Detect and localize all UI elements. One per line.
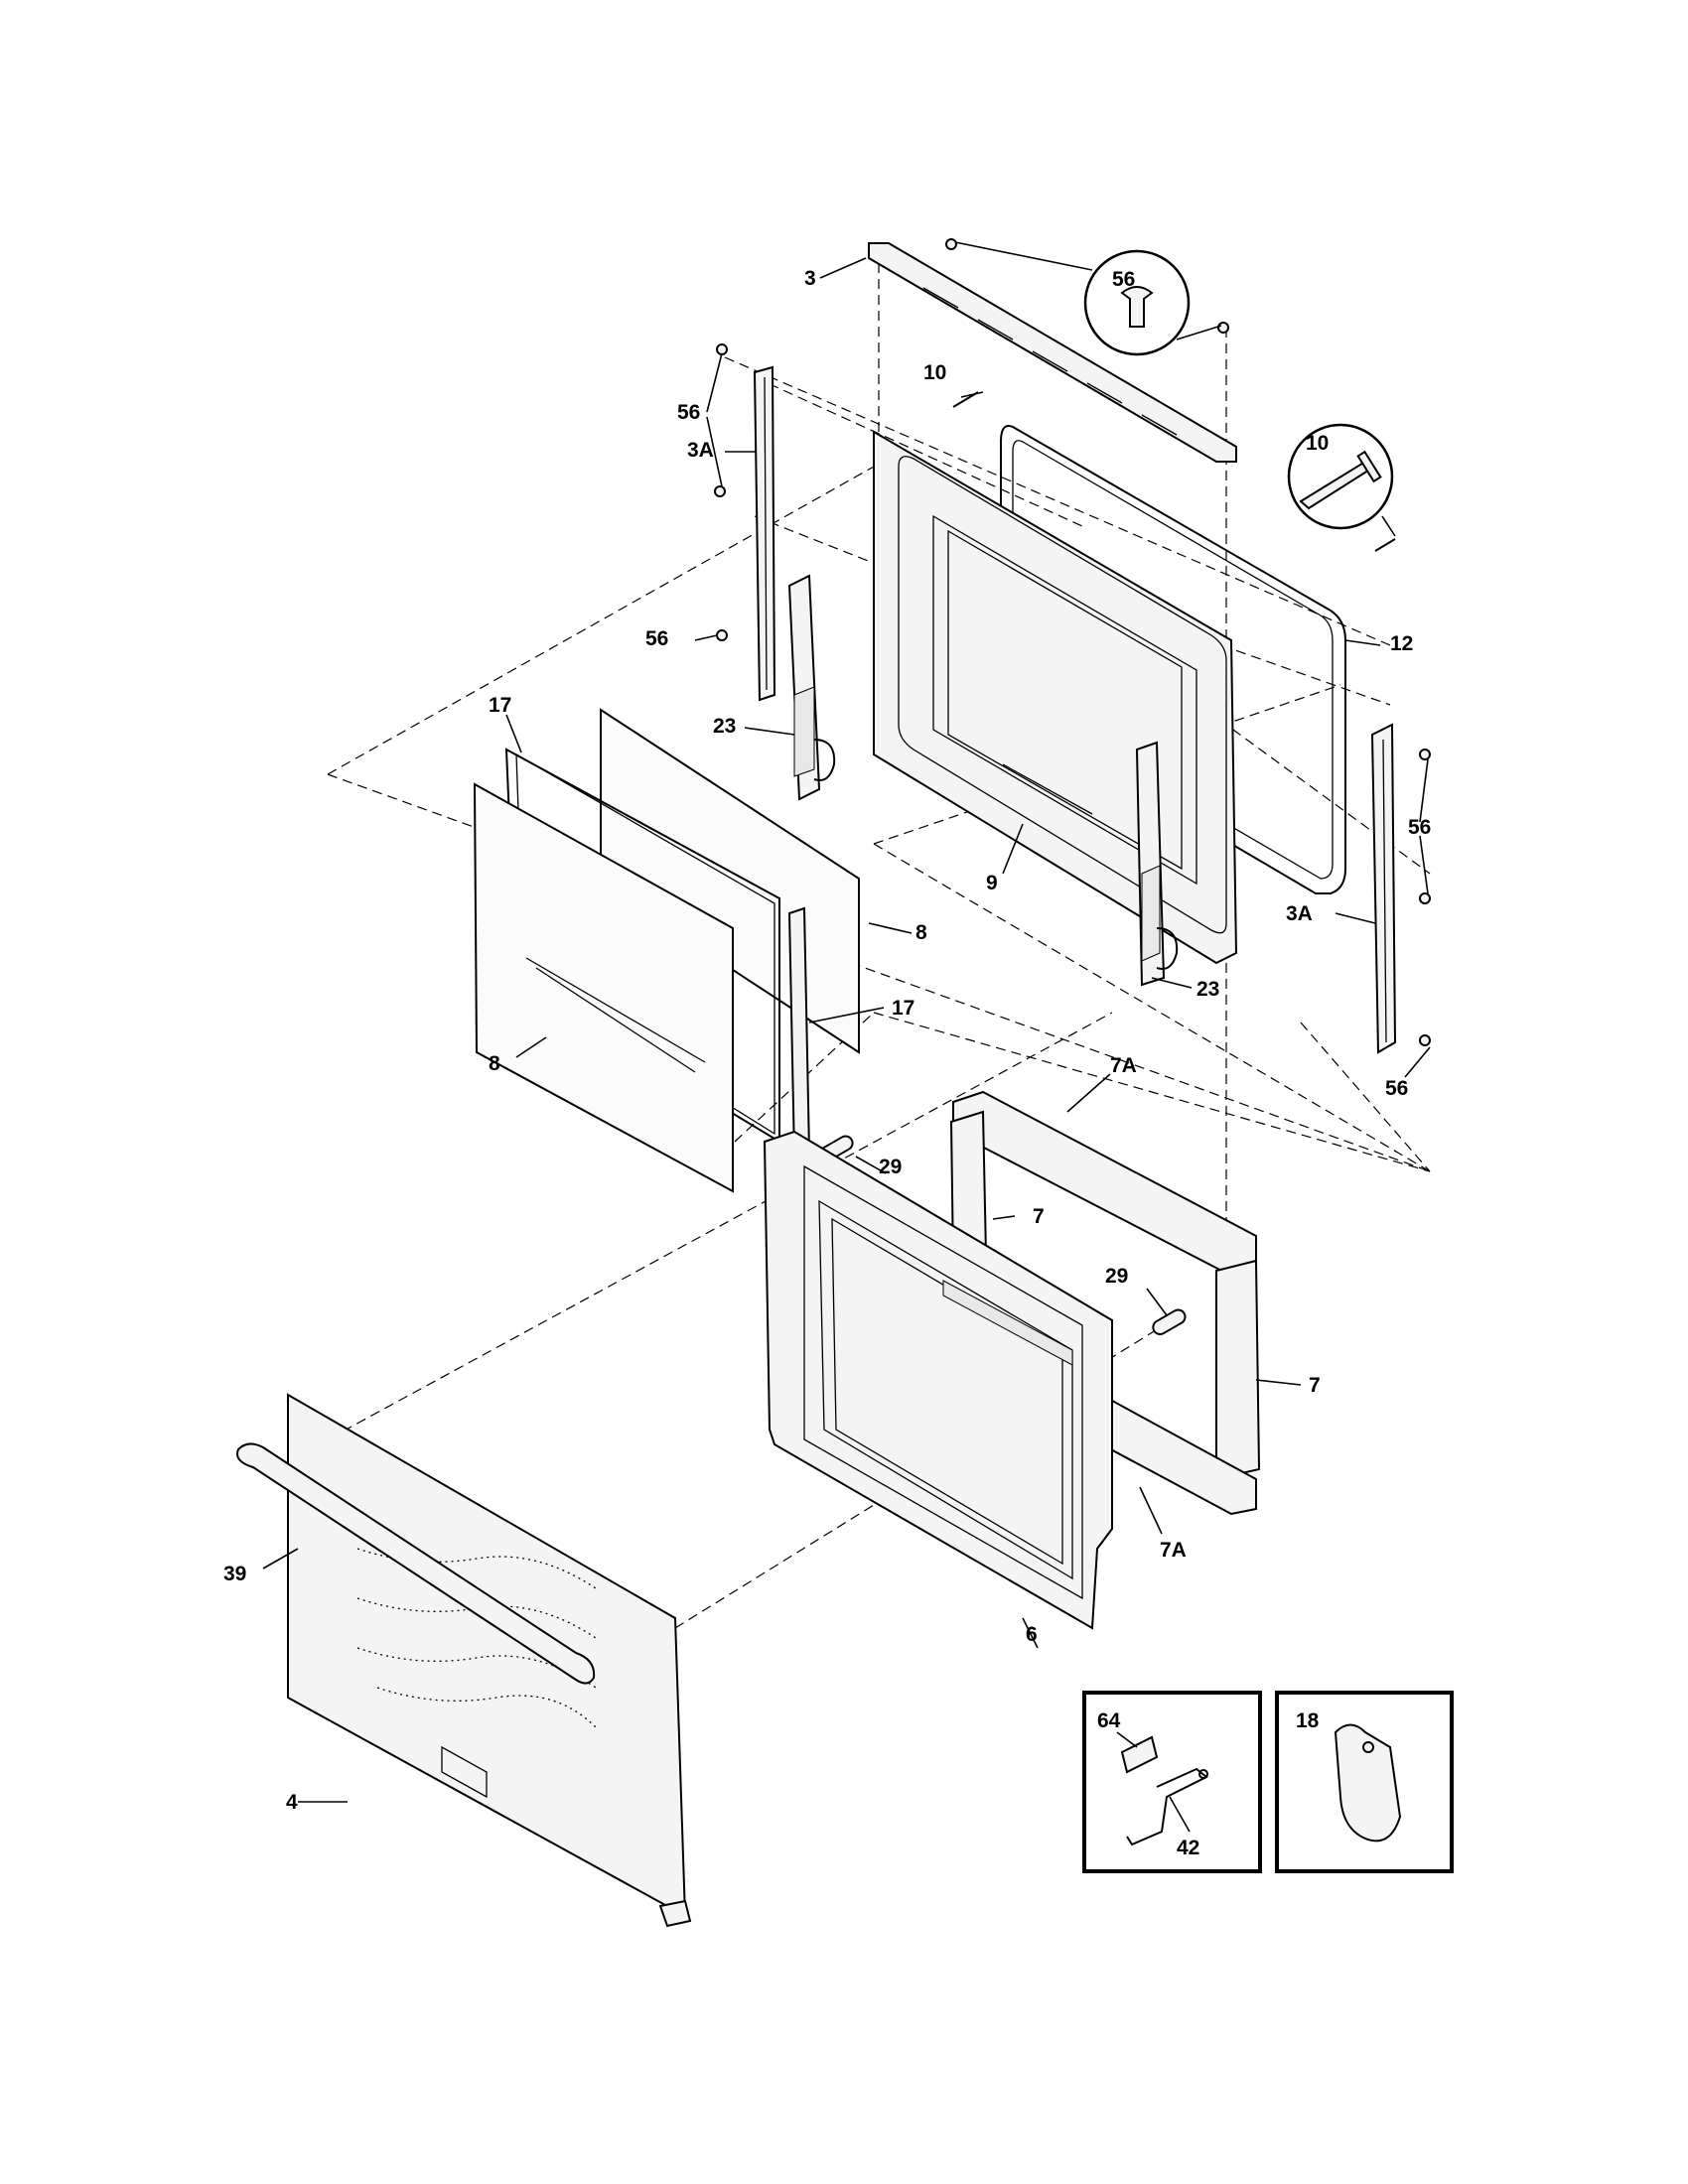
outer-door-panel-part-4 (287, 1393, 692, 1928)
callout-10-small: 10 (923, 361, 946, 384)
callout-56-zoom: 56 (1112, 268, 1135, 291)
callout-56-left-mid: 56 (645, 627, 668, 650)
hinge-left-part-23 (787, 574, 836, 801)
door-gasket-part-12 (1000, 425, 1346, 894)
callout-17-top: 17 (489, 694, 511, 717)
callout-64: 64 (1097, 1709, 1121, 1732)
callout-7-top: 7 (1033, 1205, 1045, 1228)
callout-56-right-bottom: 56 (1385, 1077, 1408, 1100)
callout-56-right: 56 (1408, 816, 1431, 839)
glass-pack-parts-8-17 (473, 708, 860, 1193)
callout-56-left-top: 56 (677, 401, 700, 424)
callout-3a-right: 3A (1286, 902, 1313, 925)
callout-4: 4 (286, 1791, 298, 1814)
inset-box-part-18 (1275, 1691, 1454, 1873)
door-handle-part-39 (236, 1442, 596, 1685)
callout-3: 3 (804, 267, 816, 290)
callout-7a-top: 7A (1110, 1054, 1137, 1077)
callout-12: 12 (1390, 632, 1413, 655)
callout-29-top: 29 (879, 1156, 902, 1178)
callout-7a-bottom: 7A (1160, 1539, 1187, 1562)
door-frame-part-6 (763, 1130, 1113, 1630)
callout-23-left: 23 (713, 715, 736, 738)
callout-17-bottom: 17 (892, 997, 914, 1020)
side-trim-right-part-3a (1370, 723, 1397, 1054)
callout-39: 39 (223, 1563, 246, 1585)
callout-23-right: 23 (1196, 978, 1219, 1001)
callout-6: 6 (1026, 1623, 1038, 1646)
callout-18: 18 (1296, 1709, 1320, 1732)
callout-leader-lines (262, 241, 1431, 1833)
callout-8-right: 8 (915, 921, 927, 944)
callout-7-right: 7 (1309, 1374, 1321, 1397)
bolt-10-zoom-detail (1287, 423, 1394, 530)
top-vent-trim-part-3 (868, 242, 1237, 463)
inner-door-liner-part-9 (873, 430, 1238, 965)
callout-29-right: 29 (1105, 1265, 1128, 1288)
callout-42: 42 (1177, 1837, 1199, 1859)
side-trim-left-part-3a (753, 365, 776, 702)
screw-fasteners (714, 238, 1431, 1046)
callout-10-zoom: 10 (1306, 432, 1329, 455)
callout-9: 9 (986, 872, 998, 894)
hinge-right-part-23 (1135, 741, 1179, 987)
callout-3a-left: 3A (687, 439, 714, 462)
callout-8-left: 8 (489, 1052, 500, 1075)
inset-box-parts-64-42 (1082, 1691, 1262, 1873)
screw-56-zoom-detail (1083, 249, 1191, 356)
callout-labels: 3 56 10 10 56 3A 56 12 17 23 56 9 3A 8 2… (223, 267, 1431, 1859)
